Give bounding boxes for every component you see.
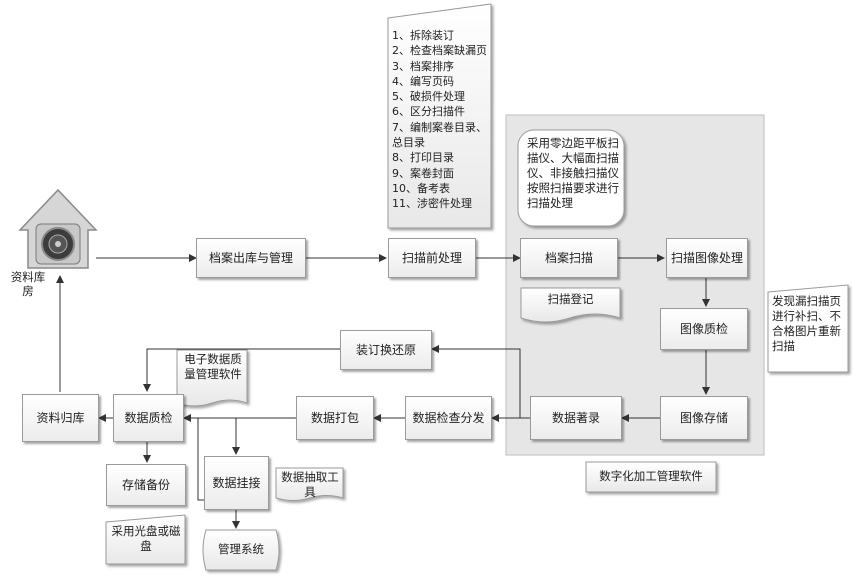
qc-software-shape	[176, 349, 248, 407]
data-mount-node: 数据挂接	[204, 456, 269, 510]
scanner-note-shape	[517, 129, 625, 227]
mgmt-system-shape	[202, 529, 280, 571]
scan-node: 档案扫描	[520, 238, 618, 278]
rebind-node: 装订换还原	[340, 330, 432, 370]
scan-register-shape	[520, 287, 621, 323]
scan-register-label: 扫描登记	[547, 292, 594, 306]
data-pack-node: 数据打包	[296, 396, 374, 440]
disc-note-label: 采用光盘或磁盘	[111, 524, 181, 553]
warehouse-icon	[18, 188, 98, 269]
pre-scan-node: 扫描前处理	[388, 238, 476, 278]
data-catalog-node: 数据著录	[530, 396, 622, 440]
disc-note-shape	[105, 514, 186, 565]
extract-tool-shape	[275, 467, 344, 501]
image-process-node: 扫描图像处理	[666, 238, 748, 278]
return-archive-node: 资料归库	[22, 394, 99, 442]
data-check-node: 数据检查分发	[405, 396, 492, 440]
digital-software-label: 数字化加工管理软件	[599, 469, 703, 483]
pre-process-steps-note	[387, 3, 492, 229]
qc-software-label: 电子数据质量管理软件	[184, 352, 242, 381]
mgmt-system-label: 管理系统	[218, 542, 264, 556]
archive-out-node: 档案出库与管理	[196, 238, 306, 278]
storage-backup-node: 存储备份	[106, 464, 186, 506]
rescan-note: 发现漏扫描页进行补扫、不合格图片重新扫描	[772, 294, 841, 353]
pre-process-steps: 1、拆除装订 2、检查档案缺漏页 3、档案排序 4、编写页码 5、破损件处理 6…	[392, 29, 487, 211]
data-qc-node: 数据质检	[113, 394, 184, 442]
scanner-note: 采用零边距平板扫描仪、大幅面扫描仪、非接触扫描仪按照扫描要求进行扫描处理	[527, 136, 619, 210]
warehouse-label: 资料库房	[10, 270, 46, 298]
extract-tool-label: 数据抽取工具	[281, 470, 339, 499]
image-store-node: 图像存储	[660, 396, 748, 440]
digital-software-shape	[585, 461, 717, 493]
rescan-note-shape	[767, 284, 849, 373]
image-qc-node: 图像质检	[660, 308, 748, 350]
